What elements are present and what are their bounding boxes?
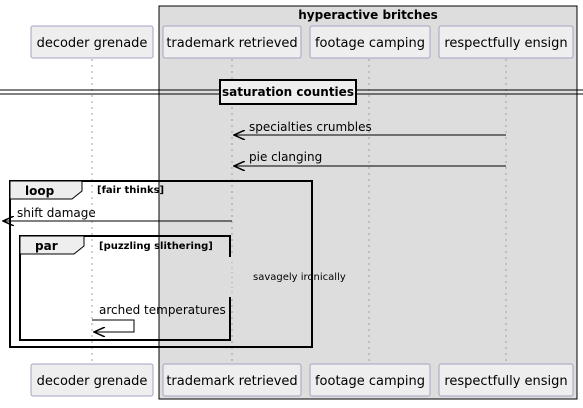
participant-label: respectfully ensign	[444, 374, 567, 389]
participant-label: decoder grenade	[37, 36, 148, 51]
divider-label: saturation counties	[222, 85, 354, 99]
participant-bottom-respectfully-ensign: respectfully ensign	[438, 363, 574, 397]
loop-fragment: loop [fair thinks]	[9, 180, 313, 348]
participant-label: decoder grenade	[37, 374, 148, 389]
message-label: specialties crumbles	[249, 120, 372, 134]
participant-top-footage-camping: footage camping	[309, 25, 431, 59]
participant-label: respectfully ensign	[444, 36, 567, 51]
par-fragment: par [puzzling slithering]	[19, 235, 231, 341]
participant-label: footage camping	[315, 36, 425, 51]
participant-bottom-trademark-retrieved: trademark retrieved	[162, 363, 302, 397]
loop-condition: [fair thinks]	[97, 185, 164, 196]
participant-label: trademark retrieved	[166, 374, 297, 389]
message-label: arched temperatures	[99, 303, 226, 317]
loop-keyword: loop	[25, 184, 55, 198]
participant-bottom-footage-camping: footage camping	[309, 363, 431, 397]
participant-label: footage camping	[315, 374, 425, 389]
message-shift-damage: shift damage	[3, 206, 232, 221]
participant-top-decoder-grenade: decoder grenade	[30, 25, 154, 59]
message-specialties-crumbles: specialties crumbles	[234, 120, 506, 135]
message-label: shift damage	[17, 206, 96, 220]
message-arched-temperatures: arched temperatures	[92, 303, 226, 332]
participant-bottom-decoder-grenade: decoder grenade	[30, 363, 154, 397]
divider: saturation counties	[0, 79, 583, 105]
delay-label: savagely ironically	[253, 272, 346, 283]
participant-label: trademark retrieved	[166, 36, 297, 51]
par-condition: [puzzling slithering]	[99, 241, 213, 252]
message-label: pie clanging	[249, 150, 322, 164]
message-pie-clanging: pie clanging	[234, 150, 506, 166]
delay-note: savagely ironically	[228, 257, 346, 297]
participant-group-box	[158, 5, 578, 400]
participant-group-title: hyperactive britches	[298, 8, 438, 22]
participant-top-trademark-retrieved: trademark retrieved	[162, 25, 302, 59]
participant-top-respectfully-ensign: respectfully ensign	[438, 25, 574, 59]
par-keyword: par	[35, 239, 58, 253]
